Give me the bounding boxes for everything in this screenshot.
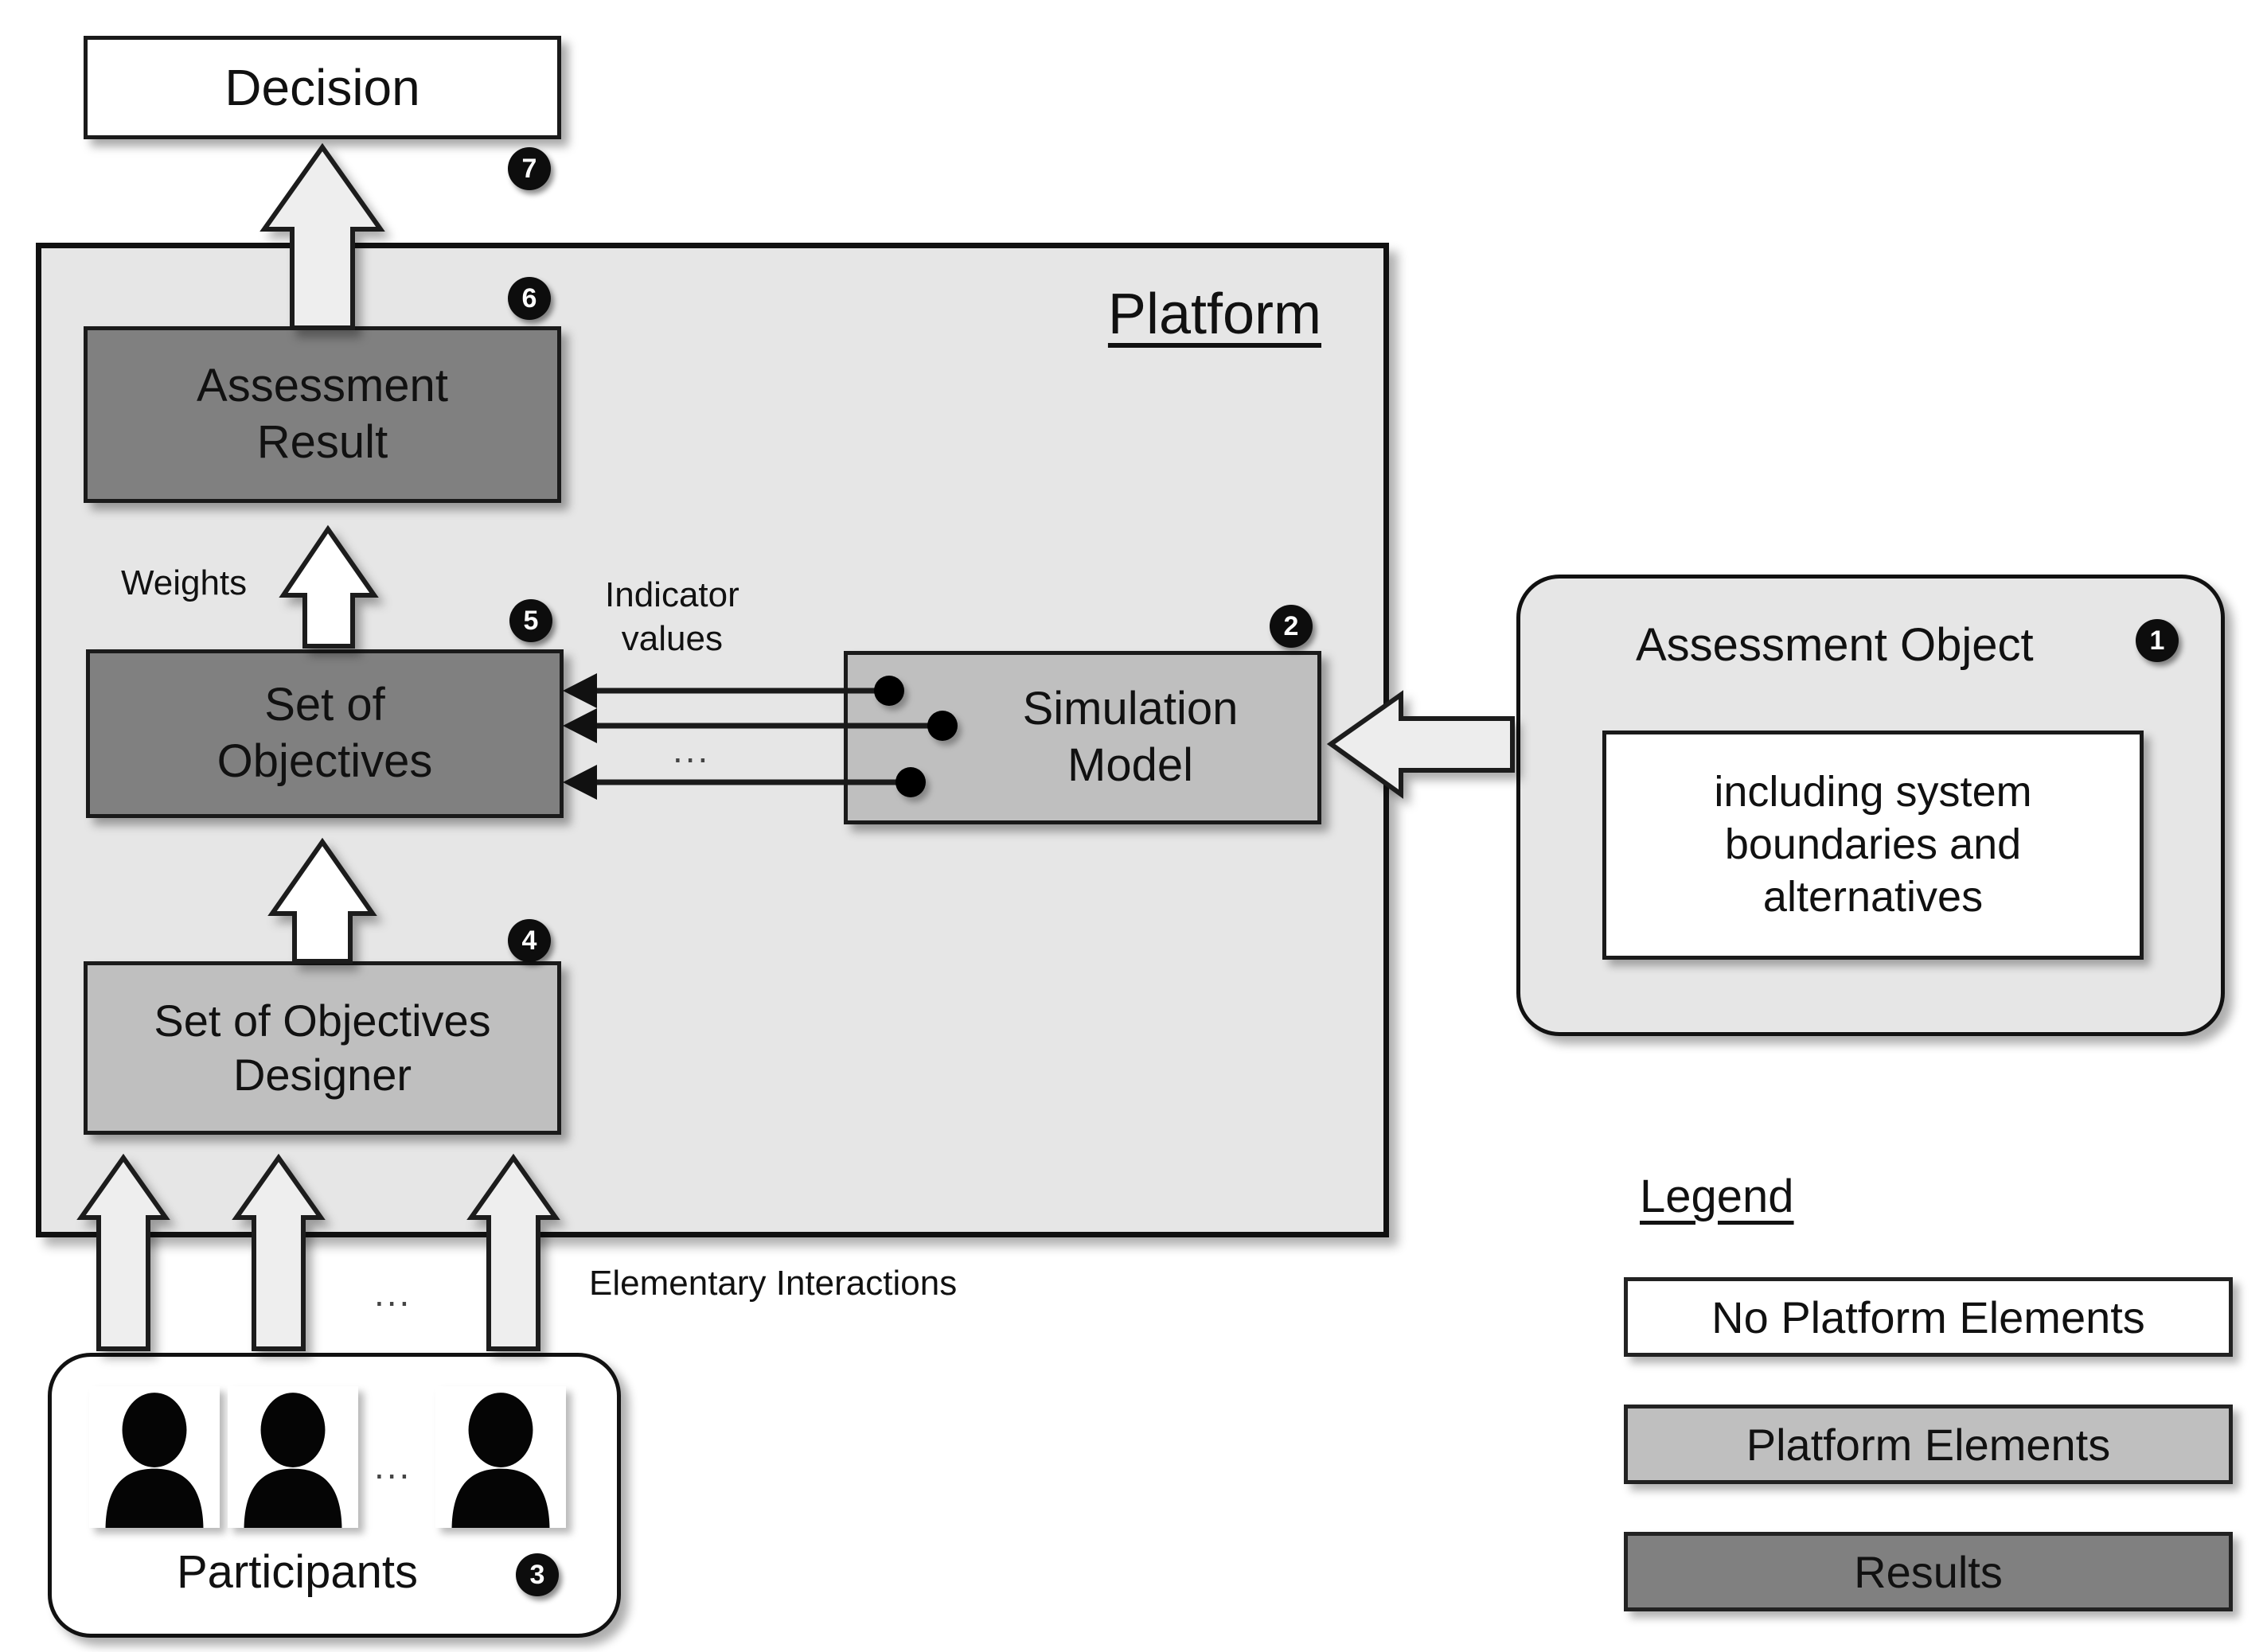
legend-item-label: Platform Elements bbox=[1746, 1419, 2111, 1470]
set-of-objectives-box[interactable]: Set of Objectives bbox=[86, 649, 564, 818]
assessment-result-box[interactable]: Assessment Result bbox=[84, 326, 561, 503]
badge-4: 4 bbox=[508, 919, 551, 962]
badge-6: 6 bbox=[508, 277, 551, 320]
set-of-objectives-designer-box[interactable]: Set of Objectives Designer bbox=[84, 961, 561, 1135]
badge-3: 3 bbox=[516, 1553, 559, 1596]
assessment-object-title: Assessment Object bbox=[1636, 619, 2034, 671]
platform-title: Platform bbox=[1107, 282, 1321, 346]
weights-label: Weights bbox=[121, 563, 248, 602]
simulation-model-label: Simulation Model bbox=[1022, 683, 1239, 791]
participants-ellipsis: ... bbox=[374, 1445, 412, 1486]
indicator-ellipsis: ... bbox=[673, 729, 711, 770]
badge-7: 7 bbox=[508, 147, 551, 190]
badge-5: 5 bbox=[509, 599, 552, 642]
badge-2: 2 bbox=[1270, 605, 1313, 648]
legend-item-label: Results bbox=[1854, 1546, 2003, 1597]
assessment-object-inner-text: including system boundaries and alternat… bbox=[1714, 768, 2032, 921]
decision-label: Decision bbox=[224, 58, 420, 116]
badge-1: 1 bbox=[2136, 619, 2179, 662]
legend-item-no-platform-elements: No Platform Elements bbox=[1624, 1277, 2233, 1357]
elementary-interactions-label: Elementary Interactions bbox=[589, 1264, 958, 1303]
legend-item-platform-elements: Platform Elements bbox=[1624, 1405, 2233, 1484]
assessment-object-inner-box: including system boundaries and alternat… bbox=[1602, 731, 2144, 960]
interactions-ellipsis: ... bbox=[374, 1272, 412, 1314]
simulation-model-box[interactable]: Simulation Model bbox=[844, 651, 1321, 824]
participants-label: Participants bbox=[177, 1546, 419, 1598]
legend-title: Legend bbox=[1640, 1171, 1794, 1222]
person-icon bbox=[435, 1386, 566, 1528]
set-of-objectives-designer-label: Set of Objectives Designer bbox=[154, 995, 491, 1100]
legend-item-results: Results bbox=[1624, 1532, 2233, 1611]
legend-item-label: No Platform Elements bbox=[1711, 1292, 2145, 1342]
person-icon bbox=[228, 1386, 358, 1528]
decision-box[interactable]: Decision bbox=[84, 36, 561, 139]
assessment-result-label: Assessment Result bbox=[197, 360, 448, 468]
person-icon bbox=[89, 1386, 220, 1528]
set-of-objectives-label: Set of Objectives bbox=[217, 679, 433, 787]
indicator-values-label: Indicator values bbox=[605, 575, 739, 658]
